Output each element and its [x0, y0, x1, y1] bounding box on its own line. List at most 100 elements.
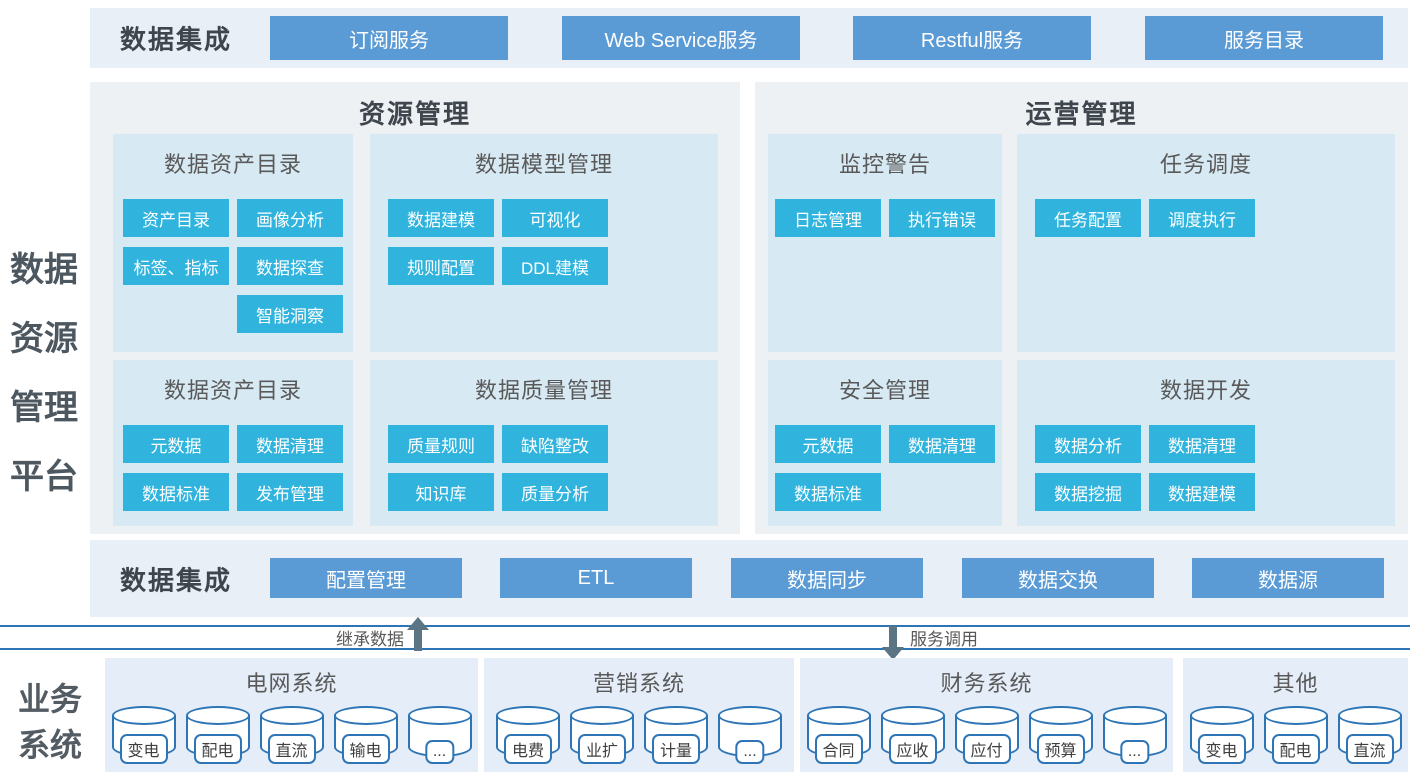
feature-chip[interactable]: 智能洞察	[237, 295, 343, 333]
top-bar-label: 数据集成	[120, 24, 233, 55]
cylinder-top	[718, 706, 782, 725]
database-cylinder-icon: ...	[1102, 706, 1167, 764]
chip-grid: 数据建模 可视化 规则配置 DDL建模	[370, 199, 718, 285]
group-title: 营销系统	[592, 671, 685, 696]
chip-grid: 元数据 数据清理 数据标准	[768, 425, 1002, 511]
resource-management-panel: 资源管理 数据资产目录 资产目录 画像分析 标签、指标 数据探查 智能洞察 数据…	[90, 82, 740, 534]
database-cylinder-icon: 应收	[880, 706, 945, 764]
cylinder-top	[496, 706, 560, 725]
group-title: 财务系统	[940, 671, 1033, 696]
cylinder-top	[407, 706, 472, 725]
feature-chip[interactable]: 数据标准	[123, 473, 229, 511]
subpanel-data-model-management: 数据模型管理 数据建模 可视化 规则配置 DDL建模	[370, 134, 718, 352]
arrow-down-icon	[882, 626, 904, 665]
feature-chip[interactable]: 资产目录	[123, 199, 229, 237]
service-button-webservice[interactable]: Web Service服务	[562, 16, 800, 60]
integration-button-config[interactable]: 配置管理	[270, 558, 462, 598]
database-cylinder-icon: 输电	[333, 706, 398, 764]
integration-bar-label: 数据集成	[120, 565, 233, 595]
feature-chip[interactable]: 数据挖掘	[1035, 473, 1141, 511]
cylinder-row: 合同 应收 应付 预算 ...	[800, 706, 1173, 764]
subpanel-title: 监控警告	[838, 152, 931, 177]
feature-chip[interactable]: 知识库	[388, 473, 494, 511]
top-service-bar: 数据集成 订阅服务 Web Service服务 Restful服务 服务目录	[90, 8, 1408, 68]
service-button-subscribe[interactable]: 订阅服务	[270, 16, 508, 60]
cylinder-top	[880, 706, 945, 725]
feature-chip[interactable]: DDL建模	[502, 247, 608, 285]
database-cylinder-icon: 变电	[111, 706, 176, 764]
feature-chip[interactable]: 数据清理	[1149, 425, 1255, 463]
database-cylinder-icon: 计量	[644, 706, 708, 764]
integration-button-source[interactable]: 数据源	[1192, 558, 1384, 598]
integration-bar: 数据集成 配置管理 ETL 数据同步 数据交换 数据源	[90, 540, 1408, 617]
cylinder-label: 应收	[888, 734, 937, 764]
group-marketing-system: 营销系统 电费 业扩 计量 ...	[484, 658, 794, 772]
chip-grid: 资产目录 画像分析 标签、指标 数据探查 智能洞察	[113, 199, 353, 333]
group-grid-system: 电网系统 变电 配电 直流 输电 ...	[105, 658, 478, 772]
feature-chip[interactable]: 数据清理	[237, 425, 343, 463]
feature-chip[interactable]: 发布管理	[237, 473, 343, 511]
business-systems-title: 业务 系统	[0, 676, 100, 768]
subpanel-title: 数据模型管理	[474, 152, 613, 177]
database-cylinder-icon: ...	[718, 706, 782, 764]
subpanel-title: 任务调度	[1159, 152, 1252, 177]
cylinder-label: 直流	[1345, 734, 1394, 764]
feature-chip[interactable]: 标签、指标	[123, 247, 229, 285]
feature-chip[interactable]: 画像分析	[237, 199, 343, 237]
database-cylinder-icon: 业扩	[570, 706, 634, 764]
integration-button-etl[interactable]: ETL	[500, 558, 692, 598]
service-call-label: 服务调用	[910, 630, 978, 649]
subpanel-data-development: 数据开发 数据分析 数据清理 数据挖掘 数据建模	[1017, 360, 1395, 526]
feature-chip[interactable]: 数据探查	[237, 247, 343, 285]
platform-title-line: 资源	[10, 320, 78, 358]
feature-chip[interactable]: 可视化	[502, 199, 608, 237]
feature-chip[interactable]: 数据标准	[775, 473, 881, 511]
cylinder-label: ...	[1119, 740, 1150, 764]
feature-chip[interactable]: 执行错误	[889, 199, 995, 237]
cylinder-top	[806, 706, 871, 725]
feature-chip[interactable]: 元数据	[123, 425, 229, 463]
database-cylinder-icon: 预算	[1028, 706, 1093, 764]
subpanel-title: 数据资产目录	[163, 152, 302, 177]
cylinder-top	[1189, 706, 1254, 725]
feature-chip[interactable]: 数据建模	[388, 199, 494, 237]
integration-button-exchange[interactable]: 数据交换	[962, 558, 1154, 598]
cylinder-top	[111, 706, 176, 725]
cylinder-top	[1028, 706, 1093, 725]
group-title: 其他	[1272, 671, 1319, 696]
feature-chip[interactable]: 数据建模	[1149, 473, 1255, 511]
cylinder-label: 直流	[267, 734, 316, 764]
cylinder-label: 配电	[1271, 734, 1320, 764]
service-button-catalog[interactable]: 服务目录	[1145, 16, 1383, 60]
feature-chip[interactable]: 调度执行	[1149, 199, 1255, 237]
feature-chip[interactable]: 缺陷整改	[502, 425, 608, 463]
group-finance-system: 财务系统 合同 应收 应付 预算 ...	[800, 658, 1173, 772]
cylinder-top	[570, 706, 634, 725]
integration-button-sync[interactable]: 数据同步	[731, 558, 923, 598]
database-cylinder-icon: 配电	[1263, 706, 1328, 764]
feature-chip[interactable]: 规则配置	[388, 247, 494, 285]
feature-chip[interactable]: 日志管理	[775, 199, 881, 237]
service-button-restful[interactable]: Restful服务	[853, 16, 1091, 60]
feature-chip[interactable]: 元数据	[775, 425, 881, 463]
platform-title-line: 平台	[10, 458, 78, 496]
resource-panel-title: 资源管理	[358, 99, 471, 129]
cylinder-top	[1337, 706, 1402, 725]
cylinder-label: 计量	[651, 734, 701, 764]
arrow-up-icon	[407, 617, 429, 656]
feature-chip[interactable]: 任务配置	[1035, 199, 1141, 237]
feature-chip[interactable]: 数据分析	[1035, 425, 1141, 463]
chip-grid: 质量规则 缺陷整改 知识库 质量分析	[370, 425, 718, 511]
feature-chip[interactable]: 质量分析	[502, 473, 608, 511]
cylinder-top	[1102, 706, 1167, 725]
cylinder-label: 合同	[814, 734, 863, 764]
subpanel-monitoring-alert: 监控警告 日志管理 执行错误	[768, 134, 1002, 352]
platform-title-line: 数据	[10, 251, 78, 289]
feature-chip[interactable]: 数据清理	[889, 425, 995, 463]
platform-title-line: 管理	[10, 389, 78, 427]
cylinder-label: 输电	[341, 734, 390, 764]
boundary-band	[0, 625, 1410, 650]
cylinder-label: ...	[424, 740, 455, 764]
feature-chip[interactable]: 质量规则	[388, 425, 494, 463]
